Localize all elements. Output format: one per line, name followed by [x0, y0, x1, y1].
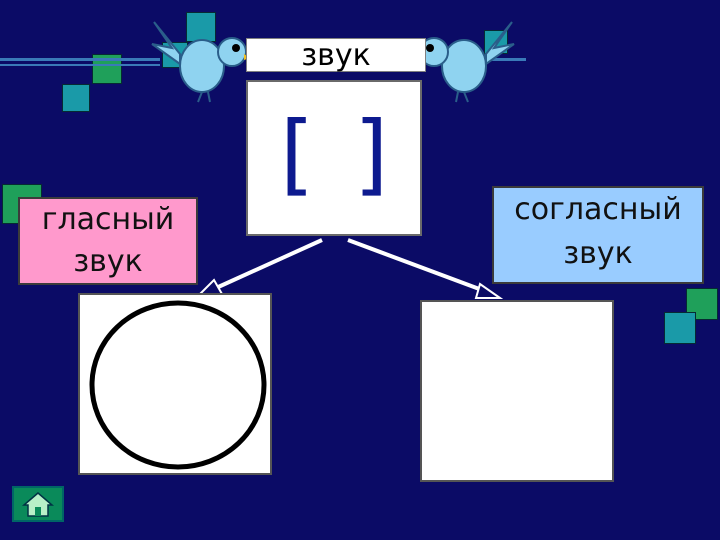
decor-square: [686, 288, 718, 320]
arrow-head-consonant: [474, 282, 504, 299]
decor-square: [186, 12, 216, 42]
sound-title: звук: [246, 38, 426, 73]
vowel-shape-box: [78, 293, 272, 475]
close-bracket: ]: [354, 102, 389, 205]
open-bracket: [: [280, 102, 315, 205]
decor-line: [0, 58, 160, 61]
arrow-to-vowel: [215, 238, 323, 290]
vowel-label-line1: гласный: [41, 202, 175, 237]
vowel-label-box: гласный звук: [18, 197, 198, 285]
vowel-label-line2: звук: [73, 244, 143, 279]
arrow-head-vowel: [197, 278, 224, 295]
consonant-label-box: согласный звук: [492, 186, 704, 284]
circle-shape: [89, 300, 267, 470]
consonant-label-line1: согласный: [514, 192, 682, 227]
consonant-shape-box: [420, 300, 614, 482]
bluebird-icon: [416, 21, 515, 103]
sound-brackets-box: [ ]: [246, 80, 422, 236]
bluebird-icon: [151, 21, 250, 103]
home-button[interactable]: [12, 486, 64, 522]
decor-square: [664, 312, 696, 344]
consonant-label-line2: звук: [563, 236, 633, 271]
decor-line: [0, 64, 160, 66]
home-icon: [21, 492, 55, 517]
decor-square: [62, 84, 90, 112]
arrow-to-consonant: [347, 238, 483, 292]
